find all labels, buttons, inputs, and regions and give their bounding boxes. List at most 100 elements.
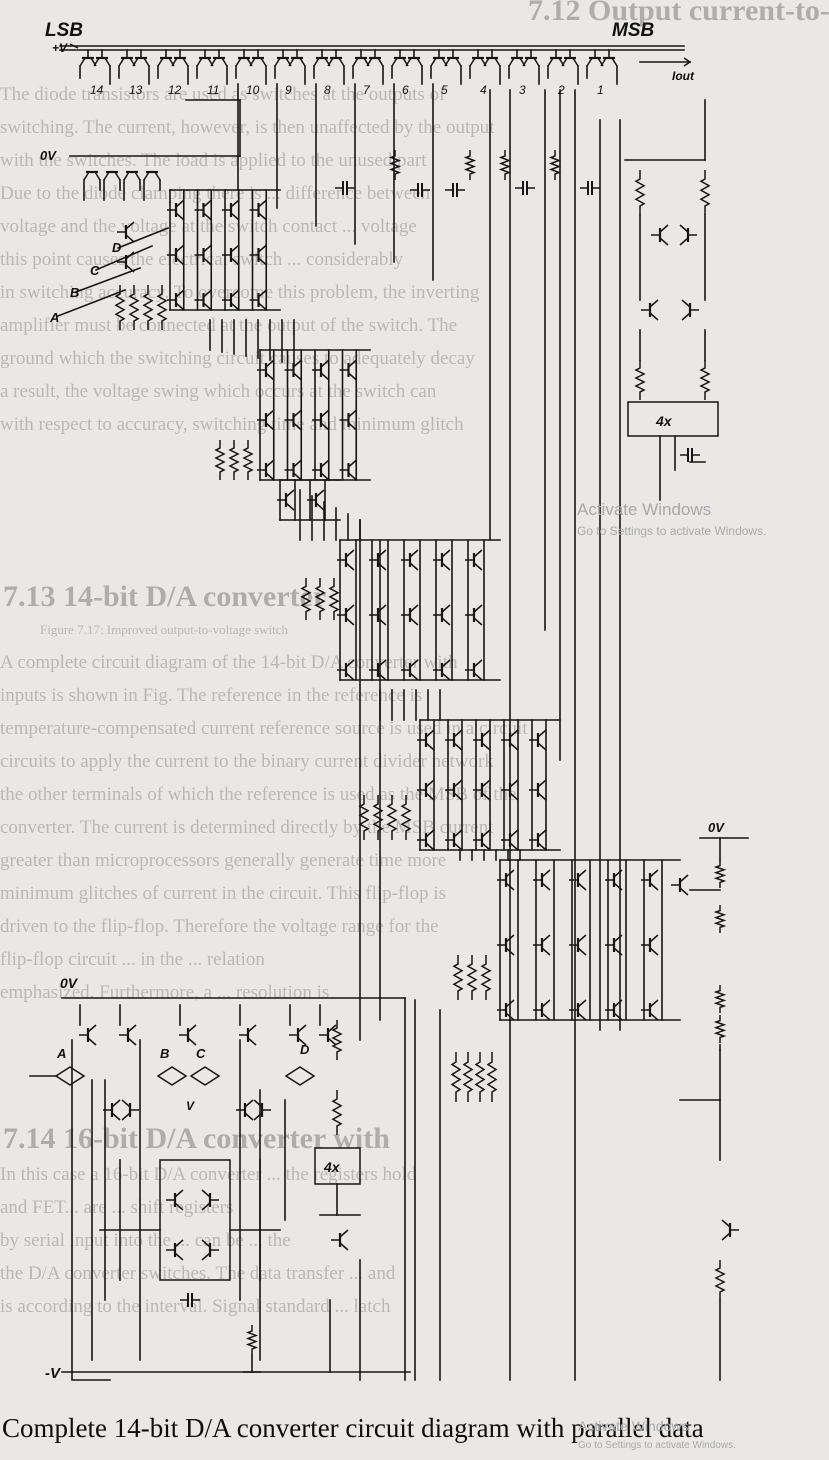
bit-number-label: 13 — [129, 83, 143, 97]
msb-transistor-collector — [659, 224, 669, 233]
latch-transistor-collector — [258, 199, 267, 208]
background-heading-3: 7.14 16-bit D/A converter with — [3, 1122, 390, 1155]
latch-transistor-collector — [293, 359, 302, 368]
background-heading-2: 7.13 14-bit D/A converter — [3, 580, 327, 613]
resistor — [480, 955, 492, 1000]
latch-transistor-emitter — [649, 882, 659, 891]
connector-diamond — [54, 1066, 86, 1086]
node-d2-label: D — [300, 1042, 310, 1057]
amp-transistor-collector — [121, 1099, 131, 1108]
latch-transistor-emitter — [320, 422, 330, 431]
latch-transistor-collector — [441, 659, 451, 668]
background-line: is according to the interval. Signal sta… — [0, 1296, 391, 1317]
latch-transistor-collector — [320, 359, 330, 368]
bit-number-label: 14 — [90, 83, 104, 97]
msb-label: MSB — [612, 20, 655, 41]
latch-transistor-collector — [348, 409, 357, 418]
latch-transistor-emitter — [293, 372, 302, 381]
resistor — [142, 285, 154, 330]
background-line: temperature-compensated current referenc… — [0, 718, 528, 739]
latch-transistor-emitter — [441, 562, 451, 571]
bit-switch-transistor-collector — [483, 57, 490, 67]
latch-transistor-emitter — [481, 792, 491, 801]
resistor — [452, 955, 464, 1000]
activate-windows-watermark-title: Activate Windows — [577, 500, 712, 519]
bit-switch-transistor-collector — [327, 57, 334, 67]
background-line: the other terminals of which the referen… — [0, 784, 517, 805]
connector-diamond — [156, 1066, 188, 1086]
bit-switch-transistor-collector — [430, 57, 437, 67]
resistor — [462, 1052, 474, 1102]
latch-transistor-collector — [505, 999, 515, 1008]
background-line: voltage and the voltage at the switch co… — [0, 216, 417, 237]
background-line: In this case a 16-bit D/A converter ... … — [0, 1164, 417, 1185]
amp-transistor-emitter — [111, 1112, 121, 1121]
latch-transistor-emitter — [613, 882, 623, 891]
reference-transistor-emitter — [187, 1037, 197, 1046]
latch-transistor-collector — [649, 934, 659, 943]
figure-caption: Complete 14-bit D/A converter circuit di… — [2, 1413, 704, 1443]
latch-transistor-collector — [473, 549, 483, 558]
latch-transistor-collector — [409, 604, 419, 613]
background-line: circuits to apply the current to the bin… — [0, 751, 494, 772]
latch-transistor-collector — [320, 409, 330, 418]
bit-switch-transistor-collector — [274, 57, 281, 67]
amp-transistor-collector — [244, 1099, 254, 1108]
resistor — [388, 150, 402, 180]
reference-transistor-collector — [87, 1024, 97, 1033]
background-figure-ref: Figure 7.17: Improved output-to-voltage … — [40, 622, 289, 637]
bit-switch-transistor-collector — [288, 57, 295, 67]
bit-switch-transistor-emitter — [533, 57, 540, 67]
latch-transistor-emitter — [293, 472, 302, 481]
background-line: converter. The current is determined dir… — [0, 817, 494, 838]
latch-transistor-collector — [348, 459, 357, 468]
latch-transistor-emitter — [230, 212, 240, 221]
node-d-label: D — [112, 240, 122, 255]
connector-diamond — [189, 1066, 221, 1086]
latch-transistor-emitter — [175, 212, 185, 221]
latch-transistor-collector — [203, 244, 212, 253]
gain-4x-top-label: 4x — [655, 413, 673, 429]
bit-switch-transistor-collector — [171, 57, 178, 67]
latch-transistor-emitter — [577, 1012, 587, 1021]
latch-transistor-collector — [265, 409, 275, 418]
bit-switch-transistor-emitter — [377, 57, 384, 67]
latch-transistor-emitter — [481, 742, 491, 751]
latch-transistor-collector — [175, 199, 185, 208]
bit-switch-transistor-collector — [235, 57, 242, 67]
wire — [94, 244, 154, 272]
resistor — [400, 795, 412, 840]
latch-transistor-emitter — [537, 792, 547, 801]
latch-transistor-emitter — [409, 562, 419, 571]
resistor — [331, 1020, 343, 1060]
driver-transistor-emitter — [94, 171, 101, 181]
gain-amplifier-block-top — [627, 401, 719, 437]
amp-transistor-emitter — [201, 1252, 211, 1261]
latch-transistor-collector — [377, 659, 387, 668]
latch-transistor-collector — [453, 729, 463, 738]
bit-switch-transistor-collector — [586, 57, 593, 67]
node-b-label: B — [70, 285, 79, 300]
latch-transistor-collector — [203, 199, 212, 208]
node-b2-label: B — [160, 1046, 169, 1061]
bit-number-label: 6 — [402, 83, 409, 97]
resistor — [386, 795, 398, 840]
resistor — [156, 285, 168, 330]
latch-transistor-collector — [537, 829, 547, 838]
latch-transistor-emitter — [481, 842, 491, 851]
amp-transistor-collector — [174, 1189, 184, 1198]
msb-transistor-collector — [681, 299, 691, 308]
latch-transistor-collector — [425, 829, 435, 838]
wire — [116, 226, 170, 250]
latch-transistor-emitter — [409, 617, 419, 626]
latch-transistor-collector — [473, 604, 483, 613]
latch-transistor-collector — [175, 244, 185, 253]
latch-transistor-emitter — [537, 842, 547, 851]
resistor — [242, 440, 254, 480]
background-line: flip-flop circuit ... in the ... relatio… — [0, 949, 265, 970]
bit-number-label: 3 — [519, 83, 526, 97]
resistor — [713, 860, 727, 888]
bit-switch-transistor-collector — [366, 57, 373, 67]
latch-transistor-emitter — [345, 672, 355, 681]
latch-transistor-collector — [613, 869, 623, 878]
